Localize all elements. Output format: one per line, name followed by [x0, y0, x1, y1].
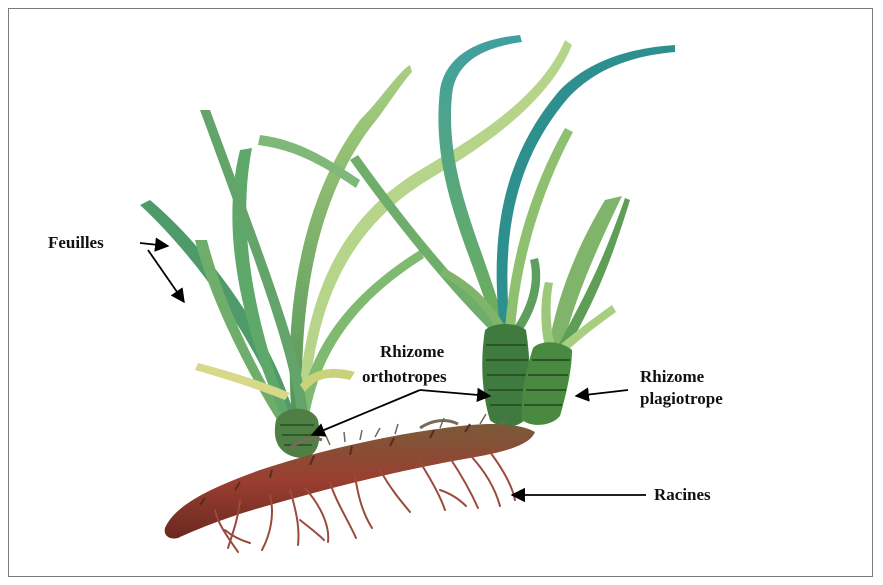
- arrow-orthotropes-right: [420, 390, 490, 396]
- arrow-feuilles-2: [148, 250, 184, 302]
- root: [420, 462, 445, 510]
- label-rhizome-plagiotrope-line1: Rhizome: [640, 367, 705, 386]
- root: [380, 470, 410, 512]
- arrow-orthotropes-left: [312, 390, 420, 435]
- left-shoot-base: [275, 409, 320, 458]
- root: [450, 458, 478, 508]
- root: [355, 476, 372, 528]
- label-rhizome-orthotropes-line2: orthotropes: [362, 367, 447, 386]
- root: [300, 520, 324, 540]
- root: [490, 452, 515, 500]
- leaf: [497, 45, 675, 330]
- rhizome: [165, 421, 535, 539]
- label-rhizome-plagiotrope-line2: plagiotrope: [640, 389, 723, 408]
- arrow-plagiotrope: [576, 390, 628, 396]
- label-feuilles: Feuilles: [48, 233, 104, 252]
- root: [225, 530, 250, 543]
- label-rhizome-orthotropes-line1: Rhizome: [380, 342, 445, 361]
- root: [330, 482, 356, 538]
- arrow-feuilles-1: [140, 243, 168, 246]
- right-shoot: [522, 196, 630, 425]
- label-racines: Racines: [654, 485, 711, 504]
- root: [440, 490, 466, 506]
